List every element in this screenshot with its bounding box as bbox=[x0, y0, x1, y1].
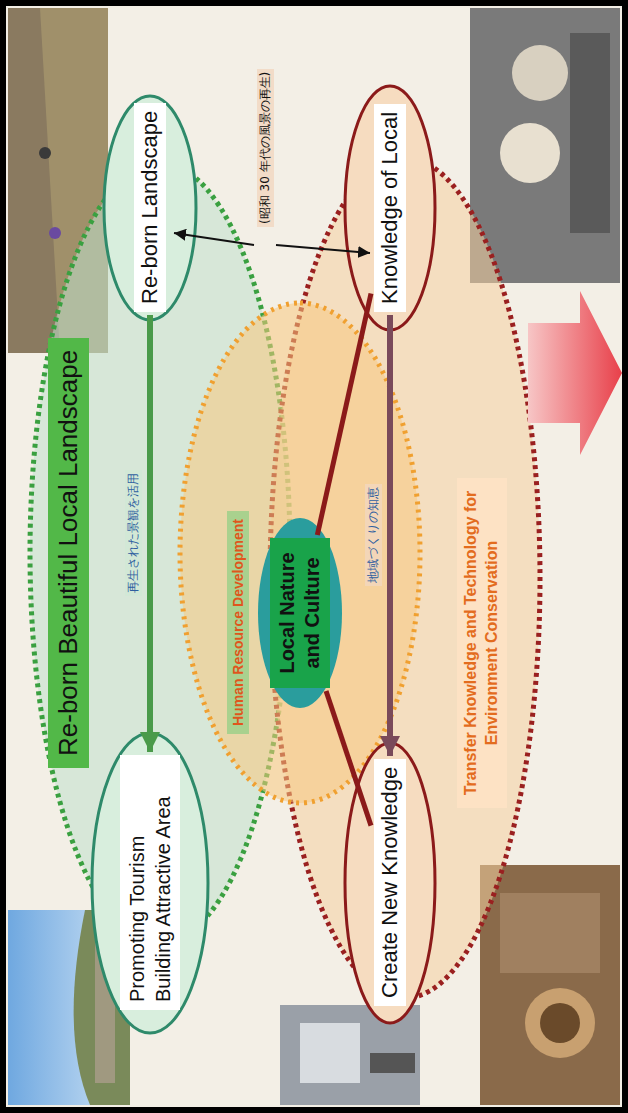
node-ring bbox=[92, 733, 208, 1033]
photo bbox=[470, 8, 620, 283]
connector-arrow bbox=[317, 294, 371, 536]
node-text: Re-born Landscape bbox=[137, 111, 163, 304]
connector-arrow bbox=[326, 691, 371, 826]
transfer-arrow bbox=[528, 291, 622, 455]
connector-arrow bbox=[387, 315, 393, 756]
node-ring bbox=[104, 96, 196, 320]
band-label: Human Resource Development bbox=[227, 511, 249, 734]
node-text: Create New Knowledge bbox=[377, 767, 403, 998]
human-resource-circle bbox=[180, 303, 420, 803]
node-text: Local Nature and Culture bbox=[275, 546, 325, 680]
node-text: Transfer Knowledge and Technology for En… bbox=[461, 486, 503, 800]
process-box: Knowledge of Local bbox=[374, 104, 406, 312]
node-text: Re-born Beautiful Local Landscape bbox=[53, 350, 84, 756]
node-ring bbox=[345, 86, 435, 330]
pointer-arrow bbox=[276, 245, 370, 253]
title-banner: Re-born Beautiful Local Landscape bbox=[48, 338, 89, 768]
process-box: Re-born Landscape bbox=[134, 103, 166, 312]
band-label: Transfer Knowledge and Technology for En… bbox=[457, 478, 507, 808]
process-box: Promoting Tourism Building Attractive Ar… bbox=[120, 755, 180, 1010]
node-text: Promoting Tourism Building Attractive Ar… bbox=[124, 763, 176, 1002]
edge-label: 地域づくりの知恵 bbox=[365, 484, 382, 586]
process-box: Create New Knowledge bbox=[374, 759, 406, 1006]
hub-box: Local Nature and Culture bbox=[270, 538, 330, 688]
edge-label: 再生された景観を活用 bbox=[125, 470, 142, 596]
panel-ground bbox=[6, 6, 622, 1107]
note-label: (昭和 30 年代の風景の再生) bbox=[257, 69, 274, 227]
connector-arrow bbox=[147, 315, 153, 752]
hub-ellipse bbox=[258, 518, 342, 708]
node-text: Human Resource Development bbox=[230, 519, 246, 726]
node-text: Knowledge of Local bbox=[377, 112, 403, 304]
pointer-arrow bbox=[174, 233, 254, 245]
photo bbox=[480, 865, 620, 1105]
